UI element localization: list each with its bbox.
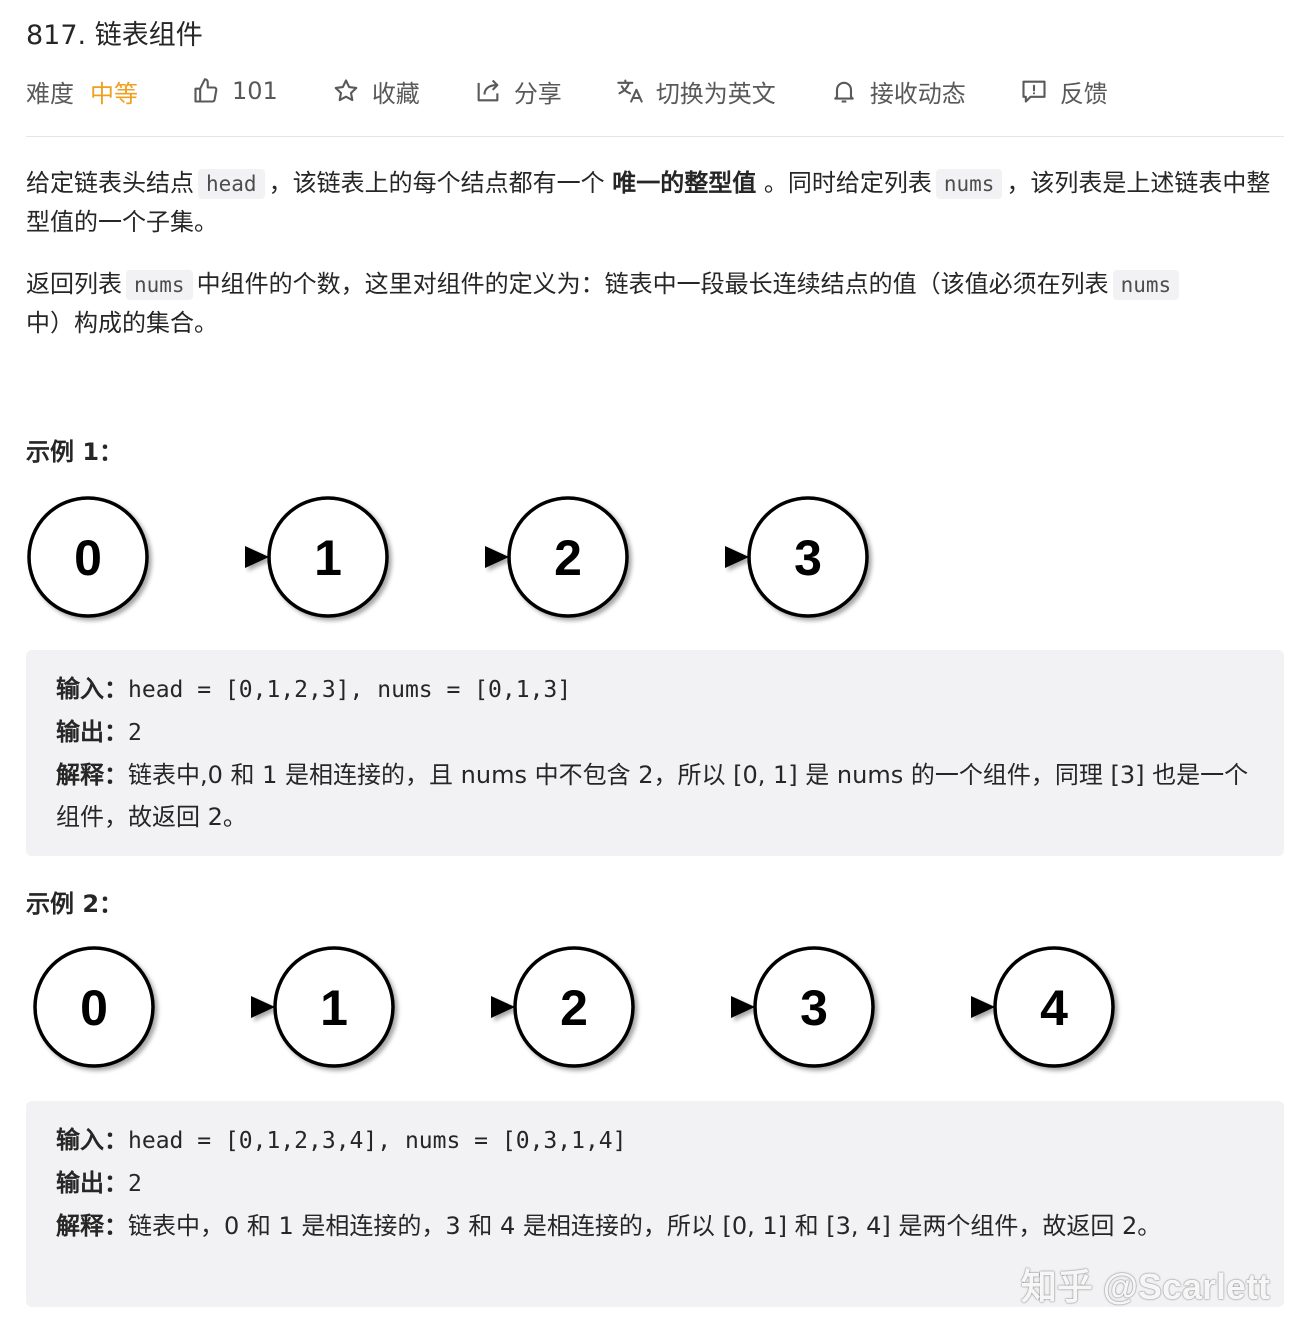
arrow-head xyxy=(485,546,509,568)
list-node-circle xyxy=(267,496,389,618)
list-node-value: 1 xyxy=(320,980,348,1036)
problem-title: 817. 链表组件 xyxy=(26,20,203,51)
example-1-title: 示例 1： xyxy=(26,438,124,466)
favorite-label: 收藏 xyxy=(371,79,420,108)
arrow-head xyxy=(491,996,515,1018)
switch-language-label: 切换为英文 xyxy=(655,79,776,108)
list-node-value: 3 xyxy=(794,530,822,586)
inline-code: nums xyxy=(126,270,193,300)
explain-label: 解释： xyxy=(56,1212,128,1240)
output-label: 输出： xyxy=(56,1169,128,1197)
example-2-linked-list-diagram: 0 1 2 3 4 xyxy=(33,946,1115,1068)
input-value: head = [0,1,2,3], nums = [0,1,3] xyxy=(128,677,572,703)
notify-label: 接收动态 xyxy=(869,79,966,108)
description-text: ，该列表是上述链表中整型值的一个子集。 xyxy=(26,169,1271,236)
example-2-box: 输入：head = [0,1,2,3,4], nums = [0,3,1,4] … xyxy=(26,1101,1284,1307)
input-value: head = [0,1,2,3,4], nums = [0,3,1,4] xyxy=(128,1128,627,1154)
description-text: ，该链表上的每个结点都有一个 xyxy=(268,169,605,197)
feedback-button[interactable]: 反馈 xyxy=(1020,74,1108,109)
description-text: 返回列表 xyxy=(26,270,122,298)
arrow-head xyxy=(245,546,269,568)
example-2-title: 示例 2： xyxy=(26,890,124,918)
description-text: 中组件的个数，这里对组件的定义为：链表中一段最长连续结点的值（该值必须在列表 xyxy=(196,270,1109,298)
share-icon xyxy=(477,79,499,102)
example-2-input-line: 输入：head = [0,1,2,3,4], nums = [0,3,1,4] xyxy=(56,1119,1254,1162)
favorite-button[interactable]: 收藏 xyxy=(332,74,420,109)
list-node-circle xyxy=(993,946,1115,1068)
list-node-circle xyxy=(507,496,629,618)
example-1-output-line: 输出：2 xyxy=(56,711,1254,754)
input-label: 输入： xyxy=(56,1126,128,1154)
explain-value: 链表中,0 和 1 是相连接的，且 nums 中不包含 2，所以 [0, 1] … xyxy=(56,761,1249,831)
example-2-explain-line: 解释：链表中，0 和 1 是相连接的，3 和 4 是相连接的，所以 [0, 1]… xyxy=(56,1205,1254,1247)
input-label: 输入： xyxy=(56,675,128,703)
problem-toolbar: 难度 中等 101 收藏 分享 切换为英文 接收动态 xyxy=(26,68,1162,114)
inline-code: nums xyxy=(935,169,1003,199)
list-node-value: 1 xyxy=(314,530,342,586)
arrow-head xyxy=(731,996,755,1018)
list-node-value: 3 xyxy=(800,980,828,1036)
bell-icon xyxy=(834,81,854,103)
arrow-head xyxy=(725,546,749,568)
description-text: 。同时给定列表 xyxy=(763,169,932,197)
example-1-input-line: 输入：head = [0,1,2,3], nums = [0,1,3] xyxy=(56,668,1254,711)
example-2-output-line: 输出：2 xyxy=(56,1162,1254,1205)
like-count: 101 xyxy=(232,77,278,105)
list-node-circle xyxy=(753,946,875,1068)
list-node-circle xyxy=(27,496,149,618)
output-label: 输出： xyxy=(56,718,128,746)
example-1-linked-list-diagram: 0 1 2 3 xyxy=(27,496,869,618)
list-node-value: 0 xyxy=(74,530,102,586)
output-value: 2 xyxy=(128,1171,142,1197)
example-1-box: 输入：head = [0,1,2,3], nums = [0,1,3] 输出：2… xyxy=(26,650,1284,856)
inline-code: head xyxy=(198,169,265,199)
list-node-circle xyxy=(33,946,155,1068)
watermark: 知乎 @Scarlett xyxy=(1020,1266,1270,1307)
emphasis-text: 唯一的整型值 xyxy=(612,169,757,197)
translate-icon xyxy=(617,79,643,103)
output-value: 2 xyxy=(128,720,142,746)
share-label: 分享 xyxy=(513,79,562,108)
notify-button[interactable]: 接收动态 xyxy=(830,74,966,109)
description-text: 中）构成的集合。 xyxy=(26,309,218,337)
list-node-value: 0 xyxy=(80,980,108,1036)
star-icon xyxy=(334,79,358,102)
list-node-value: 4 xyxy=(1040,980,1068,1036)
feedback-icon xyxy=(1022,80,1046,103)
list-node-circle xyxy=(513,946,635,1068)
explain-label: 解释： xyxy=(56,761,128,789)
feedback-label: 反馈 xyxy=(1059,79,1108,108)
header-divider xyxy=(26,136,1284,137)
inline-code: nums xyxy=(1112,270,1180,300)
list-node-value: 2 xyxy=(554,530,582,586)
thumbs-up-icon xyxy=(194,78,218,103)
explain-value: 链表中，0 和 1 是相连接的，3 和 4 是相连接的，所以 [0, 1] 和 … xyxy=(128,1212,1162,1240)
list-node-circle xyxy=(273,946,395,1068)
share-button[interactable]: 分享 xyxy=(474,74,562,109)
arrow-head xyxy=(251,996,275,1018)
switch-language-button[interactable]: 切换为英文 xyxy=(616,74,776,109)
example-1-explain-line: 解释：链表中,0 和 1 是相连接的，且 nums 中不包含 2，所以 [0, … xyxy=(56,754,1254,838)
difficulty-label: 难度 xyxy=(26,79,74,108)
like-button[interactable]: 101 xyxy=(192,77,278,105)
difficulty-badge: 中等 xyxy=(90,79,138,108)
list-node-circle xyxy=(747,496,869,618)
description-text: 给定链表头结点 xyxy=(26,169,194,197)
list-node-value: 2 xyxy=(560,980,588,1036)
arrow-head xyxy=(971,996,995,1018)
